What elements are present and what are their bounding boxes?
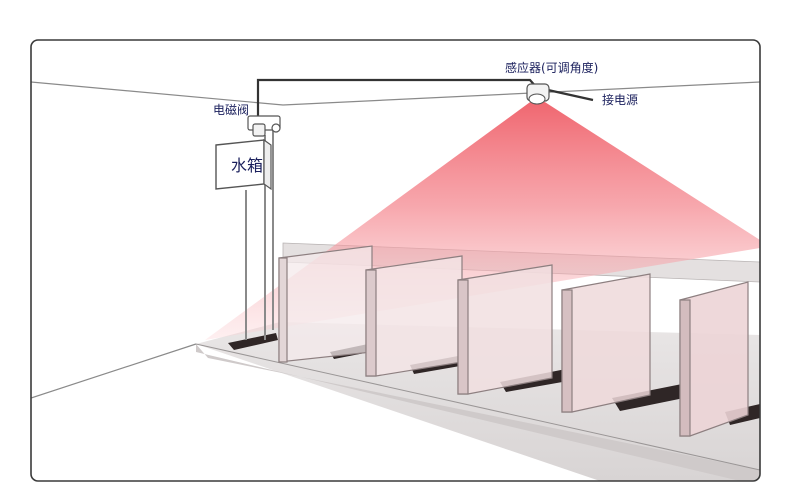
left-wall: [31, 81, 760, 399]
urinal-partitions: [278, 245, 749, 437]
partition-3: [457, 264, 553, 395]
valve-label: 电磁阀: [213, 102, 249, 117]
water-tank-icon: [215, 138, 272, 191]
tank-label: 水箱: [231, 156, 263, 175]
partition-1: [278, 245, 373, 363]
solenoid-valve-icon: [247, 115, 281, 137]
partition-4: [561, 273, 651, 413]
motion-sensor-icon: [526, 83, 550, 105]
power-label: 接电源: [602, 92, 638, 107]
partition-2: [365, 255, 463, 377]
partition-5: [679, 281, 749, 437]
diagram-frame: [30, 39, 761, 482]
sensor-label: 感应器(可调角度): [505, 60, 598, 75]
